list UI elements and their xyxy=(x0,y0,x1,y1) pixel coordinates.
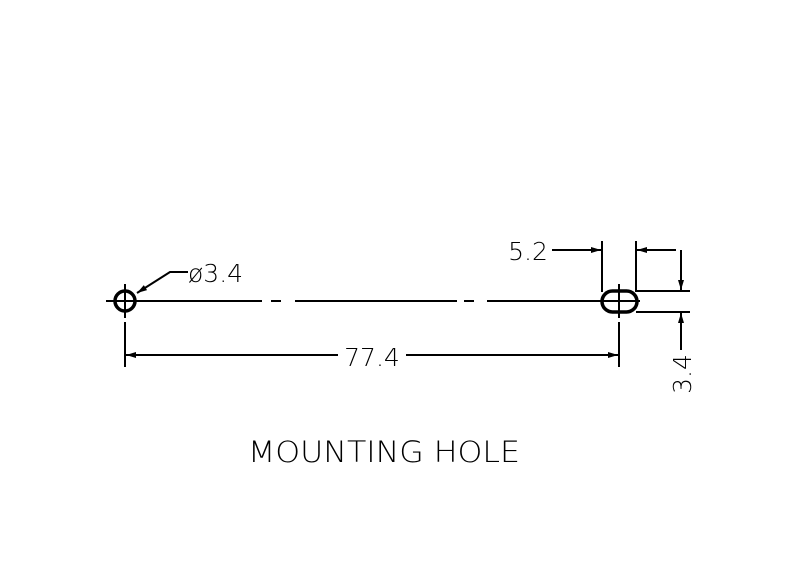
slot-width-dimension xyxy=(636,250,690,350)
slot-length-label: 5.2 xyxy=(508,237,548,266)
round-hole xyxy=(113,284,137,318)
drawing-title: MOUNTING HOLE xyxy=(248,435,520,469)
diameter-leader xyxy=(136,271,188,294)
slot-hole xyxy=(600,284,639,318)
slot-length-dimension xyxy=(552,241,676,292)
spacing-dimension xyxy=(124,322,620,367)
slot-width-label: 3.4 xyxy=(668,354,697,394)
hole-spacing-label: 77.4 xyxy=(344,343,400,372)
hole-diameter-label: ø3.4 xyxy=(188,259,243,288)
